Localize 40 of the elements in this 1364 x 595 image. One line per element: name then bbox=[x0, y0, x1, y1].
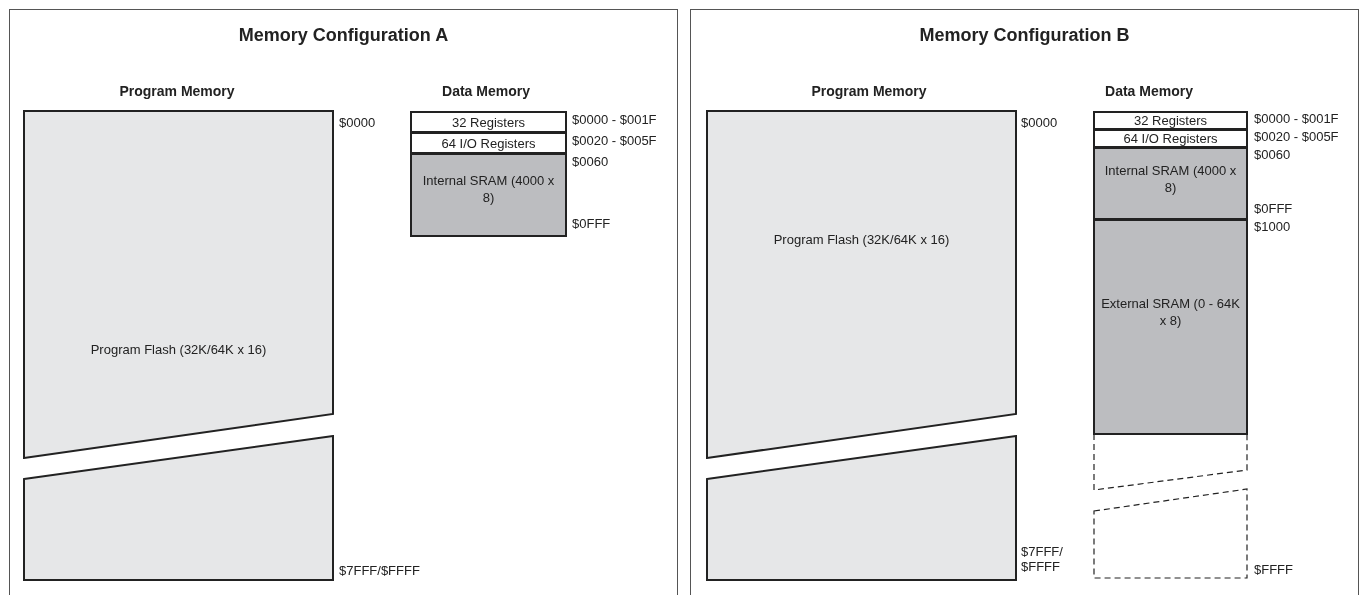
panel-title: Memory Configuration B bbox=[918, 24, 1131, 47]
address-label: $0000 bbox=[1021, 115, 1058, 130]
address-label: $0020 - $005F bbox=[572, 133, 657, 148]
column-heading: Data Memory bbox=[1105, 82, 1193, 101]
block-label: Internal SRAM (4000 x 8) bbox=[1103, 161, 1238, 196]
flash-memory-block bbox=[23, 435, 334, 581]
block-label: Program Flash (32K/64K x 16) bbox=[773, 231, 950, 248]
block-label: 64 I/O Registers bbox=[441, 134, 536, 152]
flash-memory-block bbox=[706, 435, 1017, 581]
block-label: Internal SRAM (4000 x 8) bbox=[421, 172, 556, 206]
address-label: $0FFF bbox=[572, 216, 611, 231]
address-label: $7FFF/ $FFFF bbox=[1021, 544, 1064, 574]
address-label: $FFFF bbox=[1254, 562, 1293, 577]
address-label: $0060 bbox=[572, 154, 609, 169]
address-label: $0020 - $005F bbox=[1254, 129, 1339, 144]
address-label: $0000 - $001F bbox=[1254, 111, 1339, 126]
address-label: $0000 bbox=[339, 115, 376, 130]
panel-title: Memory Configuration A bbox=[237, 24, 450, 47]
address-label: $0FFF bbox=[1254, 201, 1293, 216]
address-label: $7FFF/$FFFF bbox=[339, 563, 420, 578]
block-label: 64 I/O Registers bbox=[1123, 130, 1218, 147]
address-label: $1000 bbox=[1254, 219, 1291, 234]
column-heading: Program Memory bbox=[119, 82, 235, 101]
sram-block bbox=[410, 153, 567, 237]
register-block bbox=[410, 111, 567, 133]
sram-block bbox=[1093, 147, 1248, 220]
sram-block bbox=[1093, 219, 1248, 435]
address-label: $0000 - $001F bbox=[572, 112, 657, 127]
dashed-memory-block bbox=[1093, 487, 1248, 579]
dashed-memory-block bbox=[1093, 434, 1248, 492]
column-heading: Data Memory bbox=[442, 82, 530, 101]
address-label: $0060 bbox=[1254, 147, 1291, 162]
register-block bbox=[410, 132, 567, 154]
memory-panel bbox=[690, 9, 1359, 595]
memory-panel bbox=[9, 9, 678, 595]
column-heading: Program Memory bbox=[811, 82, 927, 101]
block-label: External SRAM (0 - 64K x 8) bbox=[1100, 295, 1241, 329]
block-label: 32 Registers bbox=[1134, 112, 1207, 129]
block-label: 32 Registers bbox=[452, 113, 525, 131]
block-label: Program Flash (32K/64K x 16) bbox=[90, 341, 267, 358]
